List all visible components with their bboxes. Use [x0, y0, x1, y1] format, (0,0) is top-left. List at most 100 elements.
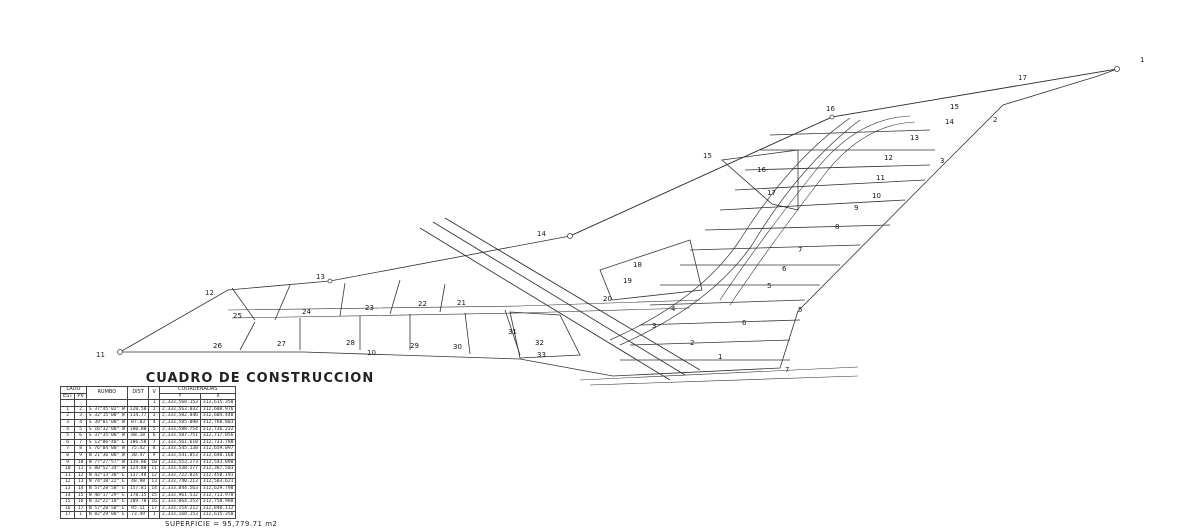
- coordinates-table: LADO RUMBO DIST V COORDENADAS EST PV Y X…: [59, 385, 237, 519]
- cell-v: 7: [148, 438, 160, 447]
- lot-label: 12: [884, 154, 893, 162]
- lot-label: 21: [457, 299, 466, 307]
- cell-pv: 3: [74, 412, 87, 420]
- lot-label: 30: [453, 343, 462, 351]
- cell-dist: [126, 399, 150, 407]
- cell-dist: 120.58: [126, 405, 150, 414]
- cell-rumbo: N 74°10'22" E: [85, 478, 128, 486]
- cell-x: 312,840.112: [199, 504, 237, 513]
- header-dist: DIST: [126, 385, 150, 401]
- cell-v: 1: [148, 511, 160, 519]
- cell-v: 14: [148, 484, 160, 493]
- lot-label: 17: [767, 189, 776, 197]
- vertex-label: 3: [940, 157, 944, 165]
- cell-rumbo: S 12°06'40" E: [85, 438, 128, 447]
- cell-dist: 114.77: [126, 412, 150, 420]
- cell-pv: 14: [74, 484, 87, 493]
- cell-y: 2,333,722.824: [158, 471, 201, 480]
- lot-label: 23: [365, 304, 374, 312]
- cell-pv: 13: [74, 478, 87, 486]
- cell-dist: 124.80: [126, 465, 150, 473]
- header-x: X: [199, 392, 237, 401]
- cell-pv: 8: [74, 445, 87, 453]
- cell-est: 3: [59, 418, 76, 427]
- cell-est: 1: [59, 405, 76, 414]
- header-pv: PV: [74, 392, 87, 401]
- cell-est: 5: [59, 432, 76, 440]
- cell-y: 2,333,541.853: [158, 451, 201, 460]
- cell-y: 2,333,588.754: [158, 425, 201, 434]
- highway-line: [419, 227, 671, 381]
- vertex-label: 10: [367, 349, 376, 357]
- lot-label: 29: [410, 342, 419, 350]
- lot-label: 24: [302, 308, 311, 316]
- header-coordenadas: COORDENADAS: [158, 386, 237, 394]
- lot-label: 32: [535, 339, 544, 347]
- cell-dist: 95.11: [126, 504, 150, 513]
- cell-dist: 30.47: [126, 451, 150, 460]
- cell-v: 1: [148, 399, 160, 407]
- cell-y: 2,333,563.032: [158, 405, 201, 414]
- cell-rumbo: N 46°17'29" E: [85, 491, 128, 500]
- lot-label: 16: [757, 166, 766, 174]
- cell-v: 5: [148, 425, 160, 434]
- lot-label: 27: [277, 340, 286, 348]
- lot-label: 15: [950, 103, 959, 111]
- cell-rumbo: S 37°35'00" W: [85, 432, 128, 440]
- cell-v: 2: [148, 405, 160, 414]
- lot-label: 1: [718, 353, 722, 361]
- cell-v: 16: [148, 498, 160, 506]
- construction-table: CUADRO DE CONSTRUCCION LADO RUMBO DIST V…: [40, 371, 480, 528]
- cell-est: 8: [59, 451, 76, 460]
- cell-y: 2,333,538.277: [158, 465, 201, 473]
- cell-pv: 10: [74, 458, 87, 467]
- cell-x: 312,736.232: [199, 425, 237, 434]
- vertex-label: 13: [316, 273, 325, 281]
- cell-dist: 157.81: [126, 484, 150, 493]
- lot-label: 3: [652, 322, 656, 330]
- lot-label: 31: [508, 328, 517, 336]
- vertex-label: 7: [785, 366, 789, 374]
- cell-pv: 6: [74, 432, 87, 440]
- cell-y: 2,333,582.846: [158, 412, 201, 420]
- cell-rumbo: N 77°27'57" W: [85, 458, 128, 467]
- cell-rumbo: N 21°36'00" W: [85, 451, 128, 460]
- cell-x: 312,629.790: [199, 484, 237, 493]
- cell-y: 2,333,561.618: [158, 438, 201, 447]
- cell-dist: 48.98: [126, 478, 150, 486]
- cell-rumbo: S 37°45'02" W: [85, 405, 128, 414]
- cell-y: 2,333,961.532: [158, 491, 201, 500]
- lot-label: 11: [876, 174, 885, 182]
- header-est: EST: [59, 392, 76, 401]
- cell-rumbo: S 39°01'00" W: [85, 418, 128, 427]
- cell-y: 2,333,064.253: [158, 498, 201, 506]
- cell-est: 2: [59, 412, 76, 420]
- cell-x: 312,760.803: [199, 418, 237, 427]
- cell-v: 13: [148, 478, 160, 486]
- cell-est: 10: [59, 465, 76, 473]
- lot-label: 14: [945, 118, 954, 126]
- cell-pv: 12: [74, 471, 87, 480]
- header-y: Y: [158, 392, 201, 401]
- cell-pv: 5: [74, 425, 87, 434]
- lot-label: 22: [418, 300, 427, 308]
- cell-y: 2,333,154.212: [158, 504, 201, 513]
- cell-dist: 109.78: [126, 498, 150, 506]
- cell-y: 2,333,553.273: [158, 458, 201, 467]
- lot-label: 19: [623, 277, 632, 285]
- cell-x: 312,608.976: [199, 405, 237, 414]
- cell-rumbo: N 82°29'00" E: [85, 511, 128, 519]
- cell-v: 8: [148, 445, 160, 453]
- cell-y: 2,333,587.751: [158, 432, 201, 440]
- cell-pv: 9: [74, 451, 87, 460]
- cell-est: 13: [59, 484, 76, 493]
- cell-v: 6: [148, 432, 160, 440]
- cell-dist: 119.86: [126, 458, 150, 467]
- cell-est: 11: [59, 471, 76, 480]
- cell-y: 2,333,568.153: [158, 399, 201, 407]
